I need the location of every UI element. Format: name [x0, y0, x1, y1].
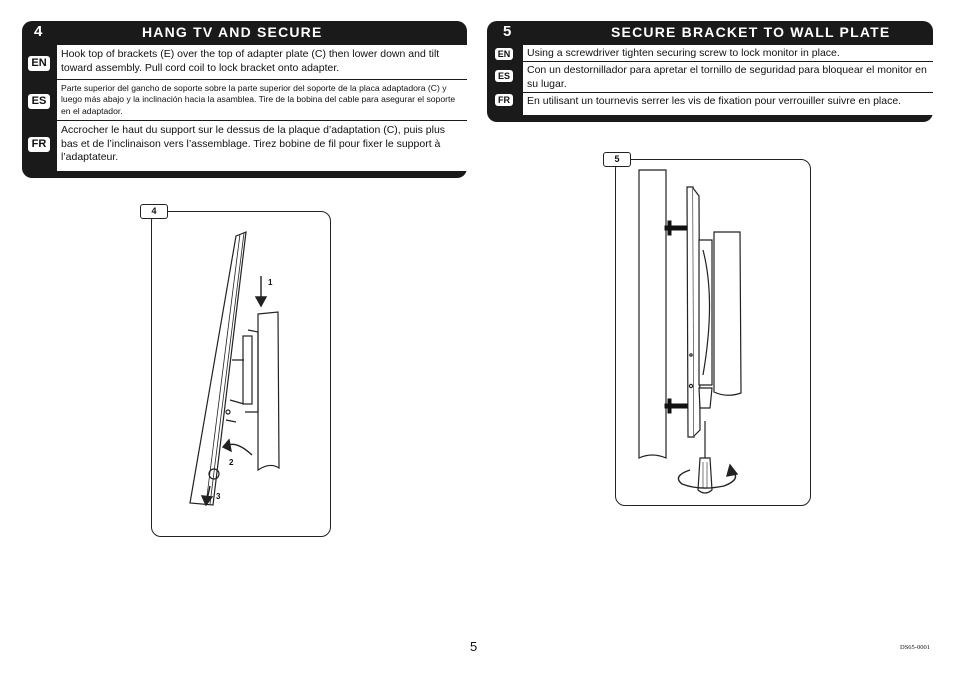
instruction-en: Hook top of brackets (E) over the top of… — [57, 45, 467, 80]
document-code: DS65-0001 — [900, 644, 930, 651]
step-5-header: 5 SECURE BRACKET TO WALL PLATE — [487, 21, 933, 45]
instruction-en: Using a screwdriver tighten securing scr… — [523, 45, 933, 62]
step-4-number: 4 — [34, 23, 43, 40]
lang-badge-es: ES — [495, 70, 513, 82]
step-5-instructions: Using a screwdriver tighten securing scr… — [523, 45, 933, 115]
figure-4-frame — [151, 211, 331, 537]
step-4-header: 4 HANG TV AND SECURE — [22, 21, 467, 45]
callout-3: 3 — [216, 492, 221, 501]
lang-badge-fr: FR — [495, 94, 513, 106]
lang-badge-es: ES — [28, 94, 50, 109]
figure-4-tab: 4 — [140, 204, 168, 219]
figure-5-frame — [615, 159, 811, 506]
page-number: 5 — [470, 639, 478, 654]
step-5-title: SECURE BRACKET TO WALL PLATE — [611, 24, 891, 40]
step-4-panel: 4 HANG TV AND SECURE EN ES FR Hook top o… — [22, 21, 467, 178]
lang-badge-en: EN — [28, 56, 50, 71]
callout-1: 1 — [268, 278, 273, 287]
instruction-es: Con un destornillador para apretar el to… — [523, 62, 933, 93]
lang-badge-fr: FR — [28, 137, 50, 152]
callout-2: 2 — [229, 458, 234, 467]
figure-5-tab: 5 — [603, 152, 631, 167]
instruction-fr: En utilisant un tournevis serrer les vis… — [527, 95, 902, 107]
lang-badge-en: EN — [495, 48, 513, 60]
instruction-fr: Accrocher le haut du support sur le dess… — [61, 124, 446, 163]
step-5-number: 5 — [503, 23, 512, 40]
step-5-panel: 5 SECURE BRACKET TO WALL PLATE EN ES FR … — [487, 21, 933, 122]
step-4-instructions: Hook top of brackets (E) over the top of… — [57, 45, 467, 171]
step-4-title: HANG TV AND SECURE — [142, 24, 323, 40]
instruction-es: Parte superior del gancho de soporte sob… — [57, 80, 467, 121]
